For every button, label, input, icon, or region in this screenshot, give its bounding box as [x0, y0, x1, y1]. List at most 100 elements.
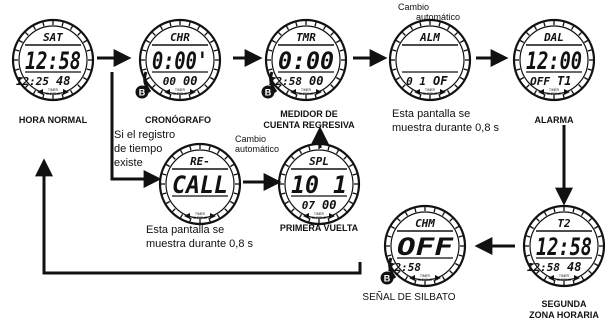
bezel-tick — [543, 22, 546, 27]
watch-main-text: 0:00' — [152, 47, 208, 75]
bezel-tick — [404, 275, 409, 281]
bezel-tick — [553, 208, 556, 213]
label-medidor-1: MEDIDOR DE — [280, 109, 338, 119]
connectors — [35, 49, 573, 275]
watch-top-text: CHR — [170, 31, 190, 44]
bezel-tick — [580, 275, 585, 281]
bezel-tick — [339, 68, 344, 71]
bezel-tick — [204, 31, 209, 36]
watch-sub-right: 00 — [322, 198, 336, 212]
bezel-tick — [290, 155, 295, 160]
bezel-tick — [233, 192, 238, 195]
bezel-tick — [570, 25, 575, 31]
label-pantalla-1a: Esta pantalla se — [392, 108, 470, 120]
bezel-tick — [463, 49, 468, 52]
watch-chrono-label: CHRONO — [173, 92, 188, 96]
bezel-tick — [580, 211, 585, 217]
bezel-tick — [454, 225, 460, 230]
bezel-tick — [597, 235, 602, 238]
bezel-tick — [209, 39, 215, 44]
label-segunda-2: ZONA HORARIA — [529, 310, 599, 320]
button-marker-icon — [409, 275, 415, 281]
bezel-tick — [449, 270, 454, 275]
bezel-tick — [335, 149, 340, 155]
bezel-tick — [188, 93, 191, 98]
bezel-tick — [142, 49, 147, 52]
watch-timer-label: TIMER — [314, 212, 325, 216]
watch-dial — [395, 25, 465, 95]
bezel-tick — [77, 31, 82, 36]
watch-sub-left: 12:58 — [388, 261, 421, 274]
watch-top-text: DAL — [543, 31, 564, 44]
bezel-tick — [562, 22, 565, 27]
button-b-icon — [380, 271, 394, 285]
bezel-tick — [529, 262, 535, 267]
bezel-tick — [572, 208, 575, 213]
bezel-tick — [441, 275, 446, 281]
bezel-tick — [86, 68, 91, 71]
bezel-tick — [446, 89, 451, 95]
bezel-tick — [535, 217, 540, 222]
watch-sub-right: OF — [433, 74, 448, 88]
label-automatico-2: automático — [235, 144, 279, 154]
bezel-tick — [285, 89, 290, 95]
button-b-label: B — [139, 88, 146, 98]
bezel-tick — [216, 213, 221, 219]
bezel-tick — [409, 25, 414, 31]
watch-sub-left: OFF — [530, 75, 550, 88]
bezel-tick — [169, 22, 172, 27]
bezel-tick — [339, 49, 344, 52]
bezel-tick — [69, 25, 74, 31]
bezel-tick — [516, 68, 521, 71]
label-pantalla-1b: muestra durante 0,8 s — [392, 122, 500, 134]
bezel-tick — [314, 93, 317, 98]
watch-dial — [284, 149, 354, 219]
button-marker-icon — [538, 89, 544, 95]
bezel-tick — [433, 208, 436, 213]
bezel-tick — [295, 93, 298, 98]
bezel-tick — [86, 49, 91, 52]
bezel-tick — [179, 149, 184, 155]
bezel-tick — [533, 89, 538, 95]
button-marker-icon — [440, 89, 446, 95]
bezel-tick — [314, 22, 317, 27]
bezel-tick — [169, 93, 172, 98]
arrow-chime-to-normal — [35, 158, 362, 275]
button-marker-icon — [184, 213, 190, 219]
bezel-tick — [61, 93, 64, 98]
label-hora-normal: HORA NORMAL — [19, 115, 88, 125]
watch-main-text: CALL — [172, 171, 228, 199]
bezel-tick — [159, 25, 164, 31]
label-cambio-1: Cambio — [398, 2, 429, 12]
bezel-tick — [454, 262, 460, 267]
bezel-tick — [387, 254, 392, 257]
watch-chrono-label: CHRONO — [312, 216, 327, 220]
bezel-tick — [327, 146, 330, 151]
bezel-tick — [204, 84, 209, 89]
bezel-tick — [352, 173, 357, 176]
button-marker-icon — [435, 275, 441, 281]
labels: HORA NORMAL CRONÓGRAFO MEDIDOR DE CUENTA… — [19, 2, 599, 320]
bezel-tick — [32, 25, 37, 31]
watch-chrono-label: CHRONO — [418, 278, 433, 282]
bezel-tick — [281, 173, 286, 176]
bezel-tick — [224, 208, 229, 213]
label-registro-1: Si el registro — [114, 129, 175, 141]
bezel-tick — [438, 22, 441, 27]
button-b-icon — [261, 85, 275, 99]
watch-top-text: ALM — [419, 31, 440, 44]
bezel-tick — [18, 76, 24, 81]
watch-chrono-label: CHRONO — [299, 92, 314, 96]
bezel-tick — [142, 68, 147, 71]
bezel-tick — [208, 146, 211, 151]
bezel-tick — [395, 76, 401, 81]
bezel-tick — [42, 22, 45, 27]
bezel-tick — [69, 89, 74, 95]
button-marker-icon — [548, 275, 554, 281]
bezel-tick — [401, 84, 406, 89]
watch-chrono-label: CHRONO — [46, 92, 61, 96]
button-marker-icon — [303, 213, 309, 219]
